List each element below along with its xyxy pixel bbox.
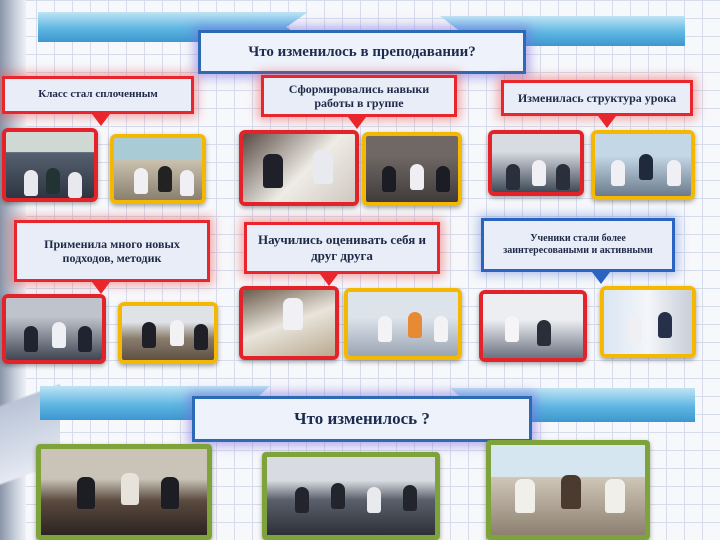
callout-tail [92,282,110,294]
callout-active-students: Ученики стали более заинтересоваными и а… [481,218,675,272]
photo-bottom-3 [486,440,650,540]
top-title-banner: Что изменилось в преподавании? [198,30,526,74]
callout-text: Применила много новых подходов, методик [44,236,180,265]
photo-bottom-2 [262,452,440,540]
callout-new-approaches: Применила много новых подходов, методик [14,220,210,282]
photo-classroom-1 [2,128,98,202]
callout-text: Ученики стали более заинтересоваными и а… [503,233,653,256]
photo-group-work-2 [362,132,462,206]
callout-class-united: Класс стал сплоченным [2,76,194,114]
photo-methods-2 [118,302,218,364]
photo-methods-1 [2,294,106,364]
callout-tail [348,117,366,129]
photo-classroom-2 [110,134,206,204]
photo-lesson-2 [591,130,695,200]
callout-tail [92,114,110,126]
photo-group-work-1 [239,130,359,206]
photo-bottom-1 [36,444,212,540]
callout-text: Научились оценивать себя и друг друга [257,232,427,263]
callout-lesson-structure: Изменилась структура урока [501,80,693,116]
callout-group-skills: Сформировались навыки работы в группе [261,75,457,117]
bottom-title-text: Что изменилось ? [294,409,430,428]
photo-assessment-1 [239,286,339,360]
callout-tail [598,116,616,128]
callout-self-assessment: Научились оценивать себя и друг друга [244,222,440,274]
photo-active-2 [600,286,696,358]
callout-text: Сформировались навыки работы в группе [288,81,430,110]
callout-tail [320,274,338,286]
callout-tail [592,272,610,284]
photo-active-1 [479,290,587,362]
callout-text: Класс стал сплоченным [38,88,158,101]
photo-lesson-1 [488,130,584,196]
bottom-title-banner: Что изменилось ? [192,396,532,442]
photo-assessment-2 [344,288,462,360]
top-title-text: Что изменилось в преподавании? [248,43,476,60]
callout-text: Изменилась структура урока [517,90,677,105]
